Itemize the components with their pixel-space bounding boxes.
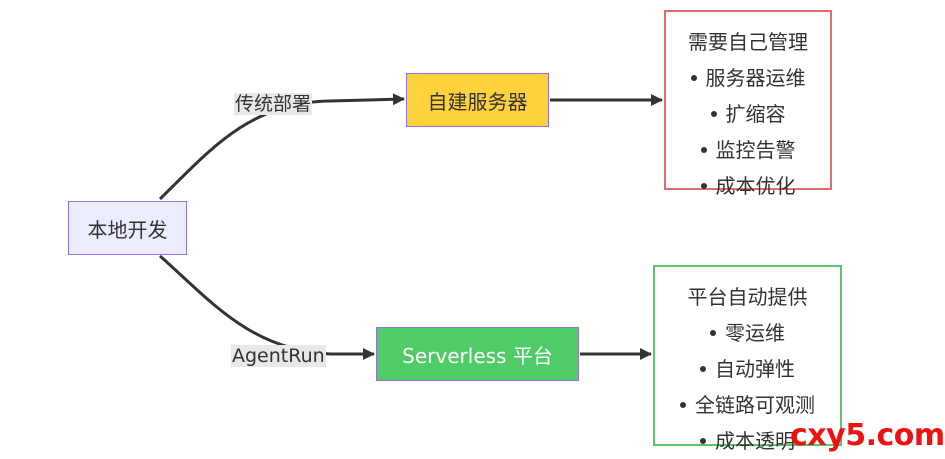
platform-provided-item-label: 成本透明 — [715, 429, 795, 453]
self-managed-item-label: 监控告警 — [715, 138, 796, 162]
platform-provided-box: 平台自动提供 零运维 自动弹性 全链路可观测 成本透明 — [653, 265, 842, 453]
node-serverless-platform: Serverless 平台 — [376, 327, 579, 381]
platform-provided-item-label: 零运维 — [725, 321, 785, 345]
bullet-icon — [680, 401, 686, 408]
platform-provided-heading: 平台自动提供 — [687, 285, 808, 309]
edge-start-to-self-built — [158, 93, 405, 201]
platform-provided-item: 全链路可观测 — [680, 387, 815, 423]
self-managed-heading: 需要自己管理 — [688, 30, 808, 54]
bullet-icon — [710, 329, 716, 336]
self-managed-item: 扩缩容 — [710, 96, 786, 132]
self-managed-item: 成本优化 — [700, 168, 796, 204]
bullet-icon — [700, 182, 707, 189]
edge-label-traditional-deploy: 传统部署 — [234, 93, 313, 115]
node-local-dev: 本地开发 — [68, 201, 187, 255]
bullet-icon — [700, 146, 707, 153]
flowchart: 本地开发 自建服务器 Serverless 平台 传统部署 AgentRun 需… — [68, 10, 945, 453]
self-managed-item-label: 服务器运维 — [705, 66, 806, 90]
bullet-icon — [710, 110, 717, 117]
self-managed-item: 服务器运维 — [690, 60, 806, 96]
platform-provided-item: 零运维 — [710, 315, 785, 351]
platform-provided-item: 成本透明 — [700, 423, 795, 459]
edge-label-agentrun: AgentRun — [231, 345, 326, 367]
platform-provided-item-label: 自动弹性 — [715, 357, 795, 381]
bullet-icon — [690, 74, 697, 81]
bullet-icon — [700, 365, 706, 372]
self-managed-item-label: 扩缩容 — [725, 102, 786, 126]
self-managed-box: 需要自己管理 服务器运维 扩缩容 监控告警 成本优化 — [664, 10, 832, 198]
platform-provided-item: 自动弹性 — [700, 351, 795, 387]
node-self-built-server: 自建服务器 — [406, 73, 549, 127]
self-managed-item-label: 成本优化 — [715, 174, 796, 198]
edge-start-to-serverless — [159, 254, 375, 360]
node-self-built-server-label: 自建服务器 — [427, 89, 528, 114]
platform-provided-item-label: 全链路可观测 — [695, 393, 815, 417]
bullet-icon — [700, 437, 706, 444]
watermark: cxy5.com — [790, 418, 945, 453]
self-managed-item: 监控告警 — [700, 132, 796, 168]
node-local-dev-label: 本地开发 — [87, 217, 168, 242]
node-serverless-platform-label: Serverless 平台 — [402, 343, 553, 368]
